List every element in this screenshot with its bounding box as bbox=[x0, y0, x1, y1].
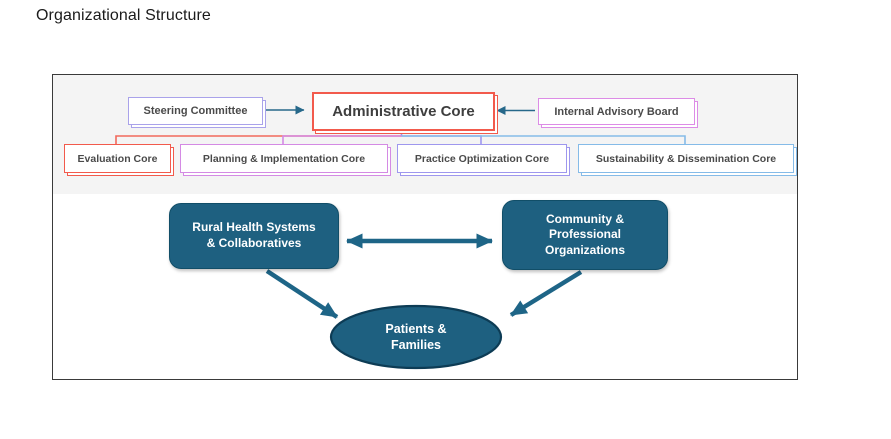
planning-implementation-core-box: Planning & Implementation Core bbox=[180, 144, 388, 173]
administrative-core-box: Administrative Core bbox=[312, 92, 495, 131]
network-arrows bbox=[265, 233, 583, 319]
practice-optimization-core-label: Practice Optimization Core bbox=[414, 152, 550, 165]
community-professional-line3: Organizations bbox=[544, 242, 625, 257]
steering-committee-label: Steering Committee bbox=[143, 105, 248, 117]
connector-sustainability bbox=[401, 135, 686, 144]
community-professional-line2: Professional bbox=[548, 227, 622, 242]
internal-advisory-board-label: Internal Advisory Board bbox=[554, 105, 679, 118]
patients-families-label: Patients & Families bbox=[331, 308, 501, 366]
community-to-patients-arrow bbox=[509, 270, 583, 317]
internal-advisory-board-box: Internal Advisory Board bbox=[538, 98, 695, 125]
evaluation-core-box: Evaluation Core bbox=[64, 144, 171, 173]
patients-families-ellipse bbox=[329, 304, 503, 370]
core-connector-lines bbox=[115, 127, 686, 144]
page-title: Organizational Structure bbox=[36, 7, 211, 24]
patients-families-line1: Patients & bbox=[385, 321, 447, 336]
evaluation-core-label: Evaluation Core bbox=[77, 152, 158, 165]
rural-health-systems-line1: Rural Health Systems bbox=[192, 220, 316, 235]
rural-health-systems-box: Rural Health Systems & Collaboratives bbox=[169, 203, 339, 269]
sustainability-dissemination-core-box: Sustainability & Dissemination Core bbox=[578, 144, 794, 173]
steering-committee-box: Steering Committee bbox=[128, 97, 263, 125]
administrative-core-label: Administrative Core bbox=[332, 103, 475, 120]
rural-to-patients-arrow bbox=[265, 269, 339, 319]
org-chart-frame: Steering Committee Administrative Core I… bbox=[52, 74, 798, 380]
connector-planning bbox=[282, 135, 402, 144]
sustainability-dissemination-core-label: Sustainability & Dissemination Core bbox=[595, 152, 777, 165]
rural-health-systems-line2: & Collaboratives bbox=[206, 236, 302, 250]
planning-implementation-core-label: Planning & Implementation Core bbox=[202, 152, 366, 165]
community-professional-line1: Community & bbox=[546, 211, 624, 226]
connector-overlay bbox=[115, 105, 686, 370]
practice-optimization-core-box: Practice Optimization Core bbox=[397, 144, 567, 173]
connector-evaluation bbox=[115, 135, 402, 144]
patients-families-line2: Families bbox=[390, 338, 442, 352]
top-row-arrows bbox=[264, 105, 535, 115]
community-professional-box: Community & Professional Organizations bbox=[502, 200, 668, 270]
